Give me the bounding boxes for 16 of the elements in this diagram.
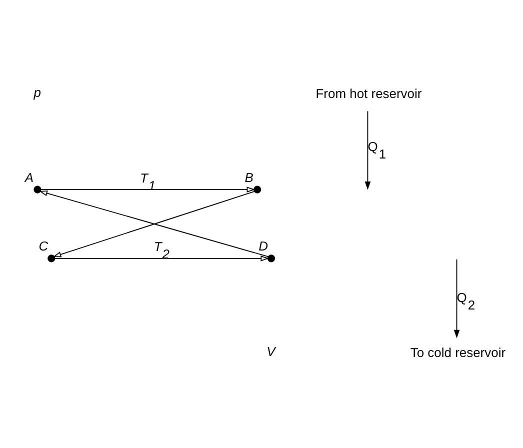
node-label: D <box>258 238 268 254</box>
arrow <box>40 186 256 193</box>
arrow <box>364 110 371 190</box>
label: p <box>34 84 41 100</box>
node-circle <box>254 186 262 194</box>
node-label: B <box>244 170 254 185</box>
node-circle <box>48 254 56 262</box>
node-circle <box>267 254 276 262</box>
node-text: From hot reservoir <box>316 86 422 101</box>
arrow <box>454 258 460 338</box>
label: V <box>266 344 276 360</box>
node-label: C <box>38 238 48 254</box>
node-label: A <box>24 170 34 185</box>
node-text: To cold reservoir <box>410 345 506 360</box>
arrow <box>54 255 270 262</box>
node-circle <box>34 186 42 194</box>
